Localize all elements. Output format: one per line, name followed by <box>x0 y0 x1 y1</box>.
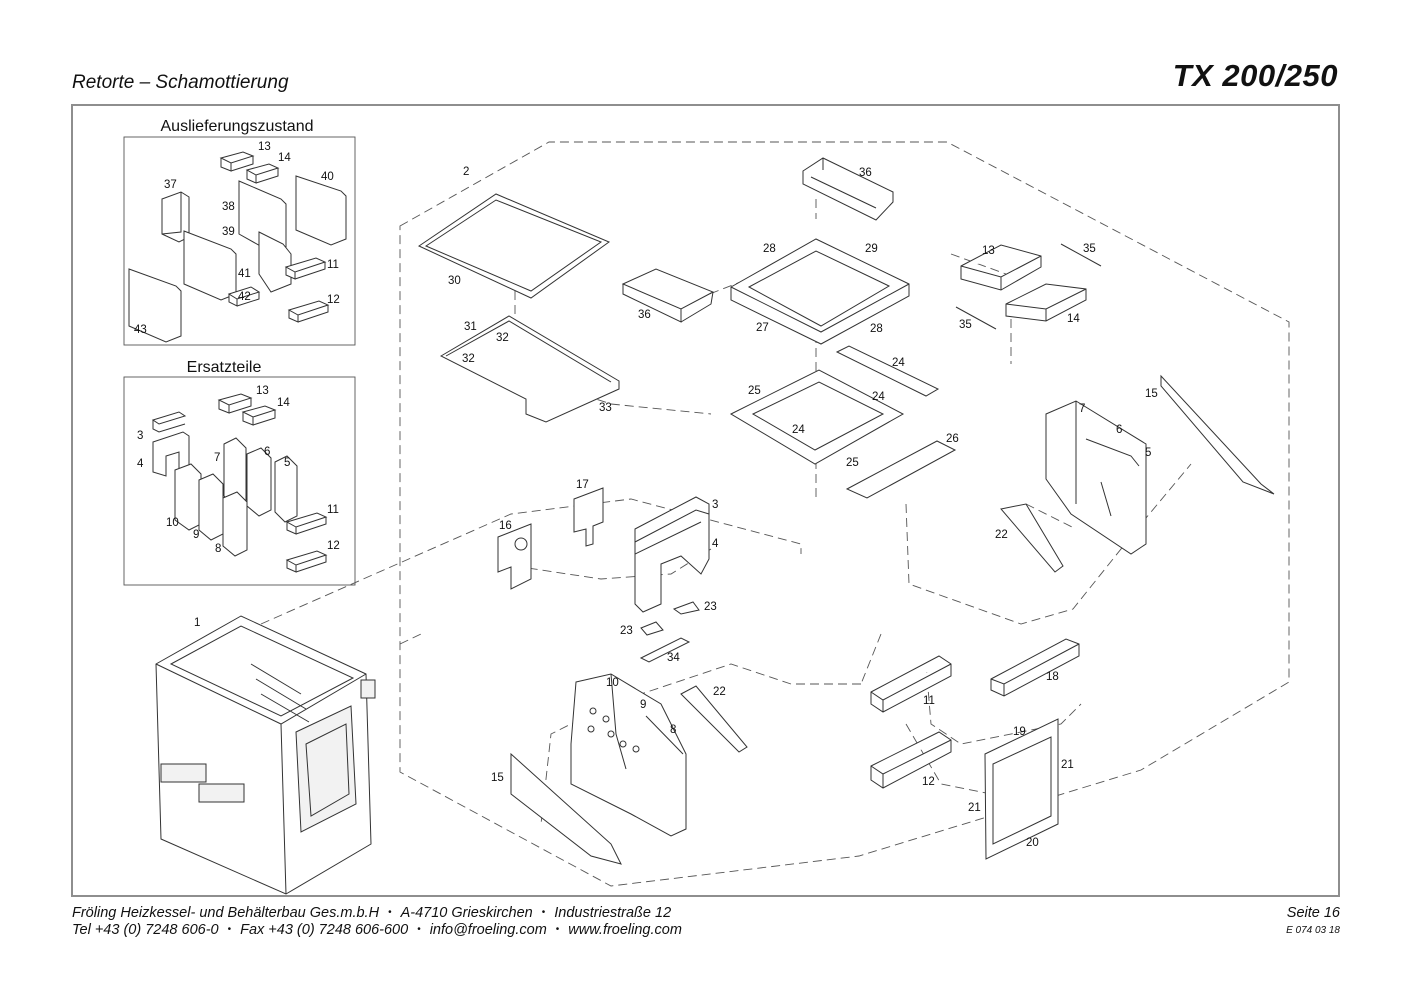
label: 15 <box>491 772 504 784</box>
label: 4 <box>137 458 144 470</box>
inset-spare-parts: Ersatzteile 13 14 3 4 7 6 5 10 9 8 11 12 <box>123 359 356 586</box>
label: 32 <box>496 332 509 344</box>
label: 11 <box>327 259 339 271</box>
label: 33 <box>599 402 612 414</box>
label: 1 <box>194 617 200 629</box>
label: 34 <box>667 652 680 664</box>
label: 24 <box>792 424 805 436</box>
label: 14 <box>277 397 290 409</box>
label: 10 <box>606 677 619 689</box>
inset-delivery-title: Auslieferungszustand <box>161 118 314 135</box>
label: 27 <box>756 322 769 334</box>
main-parts <box>155 157 1275 895</box>
label: 24 <box>872 391 885 403</box>
footer-fax: Fax +43 (0) 7248 606-600 <box>240 922 409 938</box>
label: 14 <box>278 152 291 164</box>
label: 30 <box>448 275 461 287</box>
footer-company-line: Fröling Heizkessel- und Behälterbau Ges.… <box>72 905 671 921</box>
main-labels: 2 36 28 29 13 35 30 36 27 28 35 14 31 32… <box>194 166 1158 849</box>
label: 4 <box>712 538 719 550</box>
label: 12 <box>327 540 340 552</box>
label: 29 <box>865 243 878 255</box>
label: 31 <box>464 321 477 333</box>
footer-street: Industriestraße 12 <box>554 905 672 921</box>
inset-spare-parts-title: Ersatzteile <box>187 359 262 376</box>
label: 8 <box>670 724 676 736</box>
label: 3 <box>712 499 718 511</box>
label: 5 <box>284 457 290 469</box>
footer-page-number: Seite 16 <box>1286 905 1340 921</box>
label: 2 <box>463 166 469 178</box>
label: 21 <box>968 802 981 814</box>
label: 40 <box>321 171 334 183</box>
label: 23 <box>620 625 633 637</box>
label: 25 <box>748 385 761 397</box>
label: 37 <box>164 179 177 191</box>
label: 39 <box>222 226 235 238</box>
label: 12 <box>922 776 935 788</box>
label: 12 <box>327 294 340 306</box>
label: 13 <box>258 141 271 153</box>
page-subtitle: Retorte – Schamottierung <box>72 72 289 93</box>
label: 20 <box>1026 837 1039 849</box>
exploded-parts-diagram: Auslieferungszustand 13 14 37 40 38 39 4… <box>123 118 1290 895</box>
label: 3 <box>137 430 143 442</box>
footer-bullet: • <box>388 907 392 918</box>
label: 36 <box>638 309 651 321</box>
label: 17 <box>576 479 589 491</box>
label: 18 <box>1046 671 1059 683</box>
label: 7 <box>1079 403 1085 415</box>
footer-email: info@froeling.com <box>429 922 547 938</box>
label: 28 <box>763 243 776 255</box>
label: 43 <box>134 324 147 336</box>
label: 22 <box>713 686 726 698</box>
label: 35 <box>1083 243 1096 255</box>
footer-company: Fröling Heizkessel- und Behälterbau Ges.… <box>72 905 380 921</box>
label: 35 <box>959 319 972 331</box>
footer-city: A-4710 Grieskirchen <box>400 905 533 921</box>
label: 6 <box>1116 424 1122 436</box>
label: 8 <box>215 543 221 555</box>
label: 14 <box>1067 313 1080 325</box>
footer-bullet: • <box>541 907 546 918</box>
drawing-frame <box>71 104 1340 897</box>
label: 9 <box>193 529 199 541</box>
label: 28 <box>870 323 883 335</box>
label: 6 <box>264 446 270 458</box>
inset-delivery-state: Auslieferungszustand 13 14 37 40 38 39 4… <box>123 118 356 346</box>
footer-bullet: • <box>227 924 232 935</box>
label: 19 <box>1013 726 1026 738</box>
label: 23 <box>704 601 717 613</box>
label: 21 <box>1061 759 1074 771</box>
footer-web: www.froeling.com <box>568 922 682 938</box>
label: 42 <box>238 291 251 303</box>
label: 13 <box>256 385 269 397</box>
label: 10 <box>166 517 179 529</box>
label: 11 <box>327 504 339 516</box>
label: 5 <box>1145 447 1151 459</box>
page-title: TX 200/250 <box>1172 58 1338 93</box>
footer-tel: Tel +43 (0) 7248 606-0 <box>72 922 219 938</box>
footer-doc-code: E 074 03 18 <box>1286 925 1340 936</box>
label: 41 <box>238 268 251 280</box>
label: 7 <box>214 452 220 464</box>
label: 16 <box>499 520 512 532</box>
label: 9 <box>640 699 646 711</box>
label: 11 <box>923 695 935 707</box>
footer-contact-line: Tel +43 (0) 7248 606-0 • Fax +43 (0) 7248 … <box>72 922 682 938</box>
label: 13 <box>982 245 995 257</box>
label: 32 <box>462 353 475 365</box>
label: 24 <box>892 357 905 369</box>
label: 36 <box>859 167 872 179</box>
footer-bullet: • <box>417 924 421 935</box>
label: 15 <box>1145 388 1158 400</box>
label: 38 <box>222 201 235 213</box>
footer-bullet: • <box>555 924 560 935</box>
label: 26 <box>946 433 959 445</box>
label: 25 <box>846 457 859 469</box>
label: 22 <box>995 529 1008 541</box>
